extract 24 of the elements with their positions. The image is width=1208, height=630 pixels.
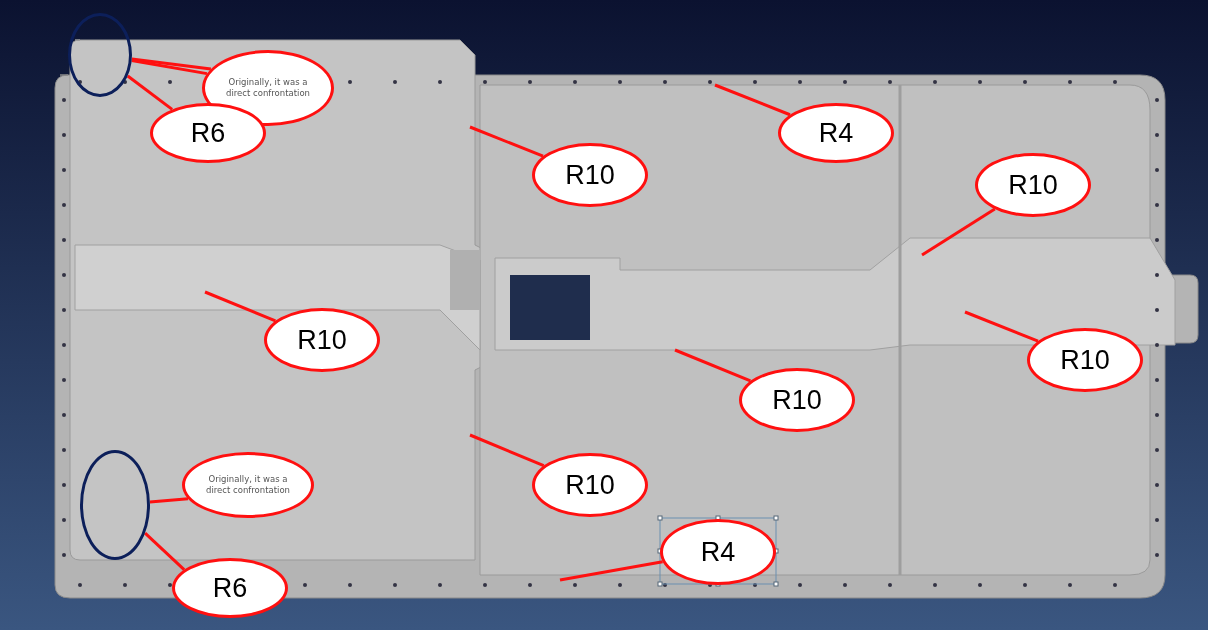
radius-label: R6 — [190, 117, 226, 149]
radius-label: R10 — [297, 324, 347, 356]
leader-line — [126, 74, 174, 111]
leader-line — [921, 207, 996, 257]
marker-circle — [80, 450, 150, 560]
radius-label: R6 — [212, 572, 248, 604]
callout-note: Originally, it was a direct confrontation — [225, 77, 311, 99]
radius-label: R10 — [1060, 344, 1110, 376]
leader-line — [964, 310, 1039, 343]
leader-line — [204, 290, 277, 323]
leader-line — [469, 125, 544, 158]
radius-label: R10 — [772, 384, 822, 416]
leader-line — [144, 532, 186, 571]
radius-label: R10 — [565, 469, 615, 501]
marker-circle — [68, 13, 132, 97]
callout-note: Originally, it was a direct confrontation — [205, 474, 291, 496]
leader-line — [469, 433, 545, 468]
radius-label: R4 — [700, 536, 736, 568]
radius-label: R10 — [1008, 169, 1058, 201]
radius-label: R4 — [818, 117, 854, 149]
leader-line — [559, 560, 663, 582]
radius-label: R10 — [565, 159, 615, 191]
leader-line — [714, 83, 791, 117]
leader-line — [674, 348, 751, 383]
